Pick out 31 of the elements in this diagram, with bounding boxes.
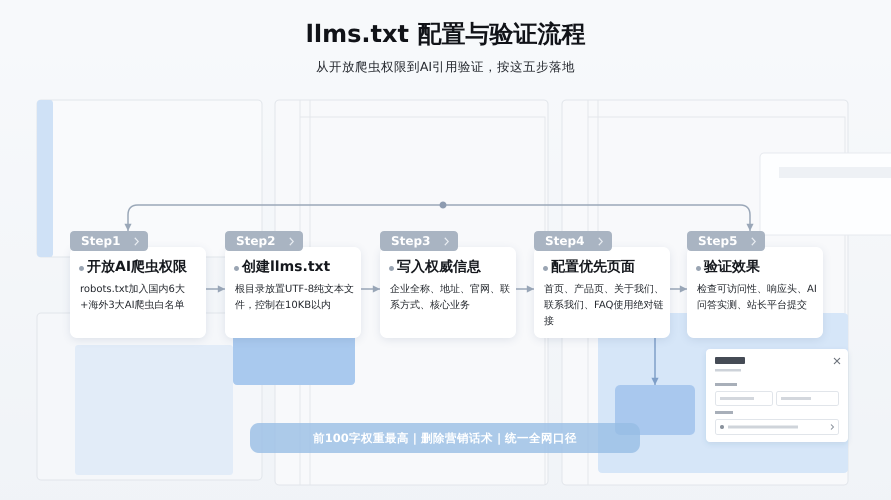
step-label: Step4 bbox=[545, 234, 584, 248]
arrow bbox=[361, 285, 380, 293]
diagram-subtitle: 从开放爬虫权限到AI引用验证，按这五步落地 bbox=[316, 58, 576, 76]
process-step bbox=[225, 231, 361, 338]
step-description: 根目录放置UTF-8纯文本文件，控制在10KB以内 bbox=[235, 282, 356, 313]
step-heading: 写入权威信息 bbox=[397, 258, 481, 276]
process-step bbox=[380, 231, 516, 338]
step-label: Step1 bbox=[81, 234, 120, 248]
arrow bbox=[124, 204, 754, 231]
tip-banner bbox=[250, 423, 640, 453]
step-description: 首页、产品页、关于我们、联系我们、FAQ使用绝对链接 bbox=[544, 282, 665, 329]
step-heading: 创建llms.txt bbox=[242, 258, 330, 276]
step-description: 检查可访问性、响应头、AI问答实测、站长平台提交 bbox=[697, 282, 818, 313]
step-label: Step5 bbox=[698, 234, 738, 248]
step-heading: 验证效果 bbox=[704, 258, 760, 276]
step-label: Step2 bbox=[236, 234, 276, 248]
process-step bbox=[687, 231, 823, 338]
empty-box bbox=[615, 385, 695, 435]
arrow bbox=[651, 338, 659, 385]
step-label: Step3 bbox=[391, 234, 430, 248]
arrow bbox=[670, 285, 687, 293]
step-heading: 配置优先页面 bbox=[551, 258, 635, 276]
diagram-title: llms.txt 配置与验证流程 bbox=[306, 19, 586, 50]
step-description: robots.txt加入国内6大+海外3大AI爬虫白名单 bbox=[80, 282, 186, 313]
arrow bbox=[206, 285, 225, 293]
process-step bbox=[70, 231, 206, 338]
process-step bbox=[534, 231, 670, 338]
arrow bbox=[516, 285, 534, 293]
banner-text: 前100字权重最高 | 删除营销话术 | 统一全网口径 bbox=[312, 430, 578, 446]
step-heading: 开放AI爬虫权限 bbox=[87, 258, 188, 276]
step-description: 企业全称、地址、官网、联系方式、核心业务 bbox=[390, 282, 511, 313]
